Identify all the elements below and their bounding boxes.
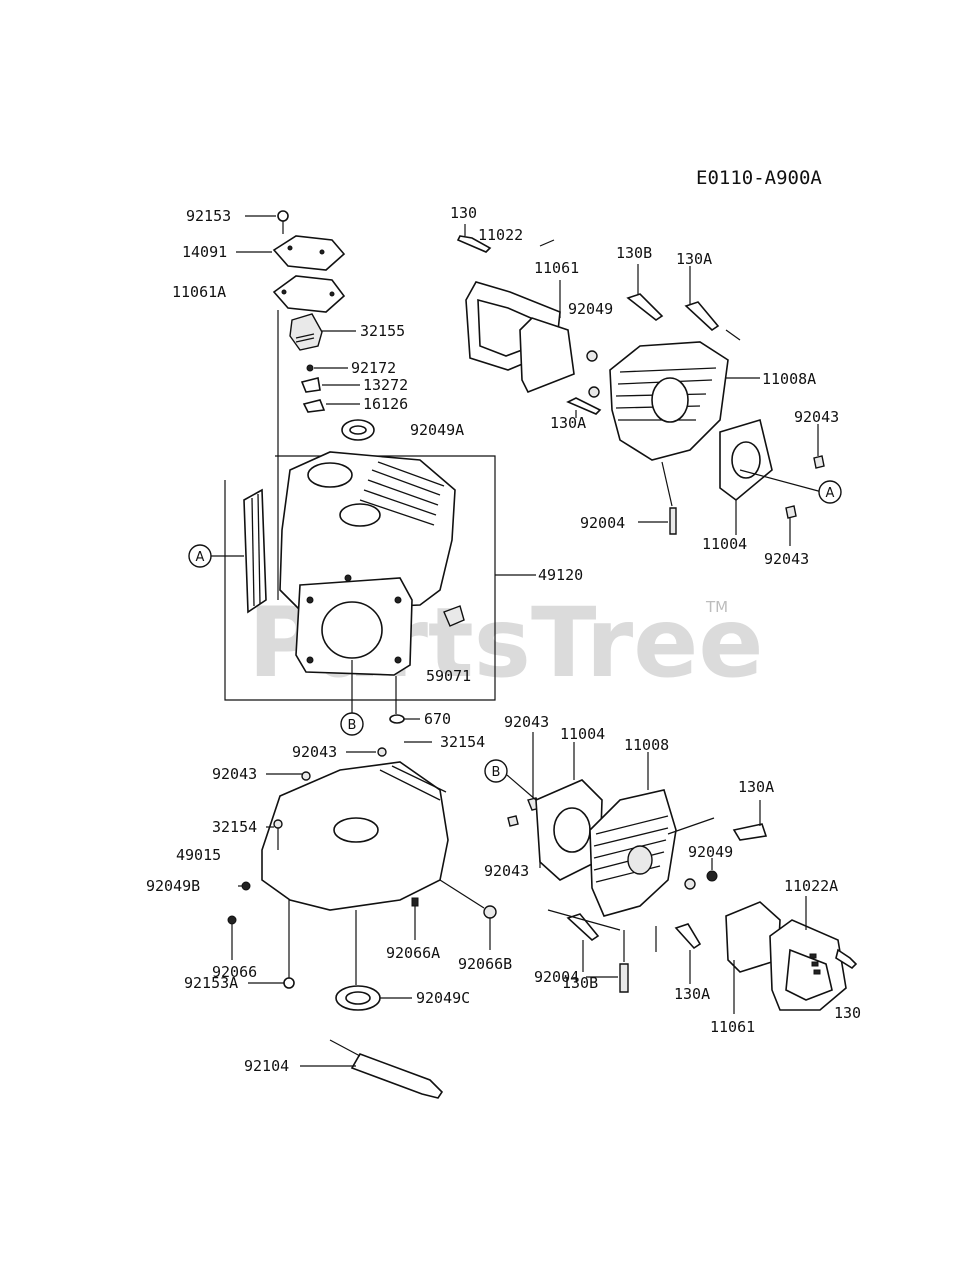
callout-b-lower: B: [484, 759, 537, 801]
part-label: 92049: [688, 843, 733, 861]
part-label: 92004: [534, 968, 579, 986]
part-label: 130A: [738, 778, 774, 796]
crankcase-49120: [210, 451, 536, 724]
part-label: 92004: [580, 514, 625, 532]
callout-b-center: B: [340, 712, 364, 736]
part-label: 92049B: [146, 877, 200, 895]
part-label: 32154: [440, 733, 485, 751]
part-label: 14091: [182, 243, 227, 261]
part-label: 92066B: [458, 955, 512, 973]
part-label: 92066: [212, 963, 257, 981]
part-label: 92043: [764, 550, 809, 568]
part-label: 11004: [560, 725, 605, 743]
part-label: 670: [424, 710, 451, 728]
part-label: 130B: [616, 244, 652, 262]
part-label: 11008A: [762, 370, 816, 388]
crankcase-cover-49015: [227, 741, 497, 1099]
diagram-code: E0110-A900A: [696, 167, 822, 189]
part-label: 32154: [212, 818, 257, 836]
svg-text:A: A: [196, 550, 205, 565]
part-label: 32155: [360, 322, 405, 340]
part-label: 92043: [212, 765, 257, 783]
callout-a-left: A: [188, 544, 212, 568]
part-label: 130B: [562, 974, 598, 992]
part-label: 11061A: [172, 283, 226, 301]
part-label: 92043: [292, 743, 337, 761]
part-label: 11061: [710, 1018, 755, 1036]
cylinder-head-top: [456, 224, 825, 546]
part-label: 13272: [363, 376, 408, 394]
part-label: 92049A: [410, 421, 464, 439]
cover-plate-group: [236, 210, 375, 600]
part-label: 11022: [478, 226, 523, 244]
cylinder-head-bottom: [507, 732, 858, 1014]
part-label: 92104: [244, 1057, 289, 1075]
part-label: 130: [450, 204, 477, 222]
part-label: 16126: [363, 395, 408, 413]
part-label: 11022A: [784, 877, 838, 895]
part-label: 92066A: [386, 944, 440, 962]
part-label: 130A: [674, 985, 710, 1003]
part-label: 92043: [504, 713, 549, 731]
part-label: 49120: [538, 566, 583, 584]
part-label: 11008: [624, 736, 669, 754]
watermark-trademark: TM: [705, 598, 728, 616]
part-label: 92153A: [184, 974, 238, 992]
part-label: 130: [834, 1004, 861, 1022]
part-label: 59071: [426, 667, 471, 685]
part-label: 130A: [676, 250, 712, 268]
part-label: 92043: [484, 862, 529, 880]
svg-text:B: B: [348, 718, 357, 733]
callout-a-right: A: [818, 480, 842, 504]
part-label: 92153: [186, 207, 231, 225]
part-label: 11004: [702, 535, 747, 553]
part-label: 130A: [550, 414, 586, 432]
svg-text:B: B: [492, 765, 501, 780]
part-label: 49015: [176, 846, 221, 864]
part-label: 92043: [794, 408, 839, 426]
part-label: 92049C: [416, 989, 470, 1007]
part-label: 92049: [568, 300, 613, 318]
svg-text:A: A: [826, 486, 835, 501]
part-label: 92172: [351, 359, 396, 377]
part-label: 11061: [534, 259, 579, 277]
